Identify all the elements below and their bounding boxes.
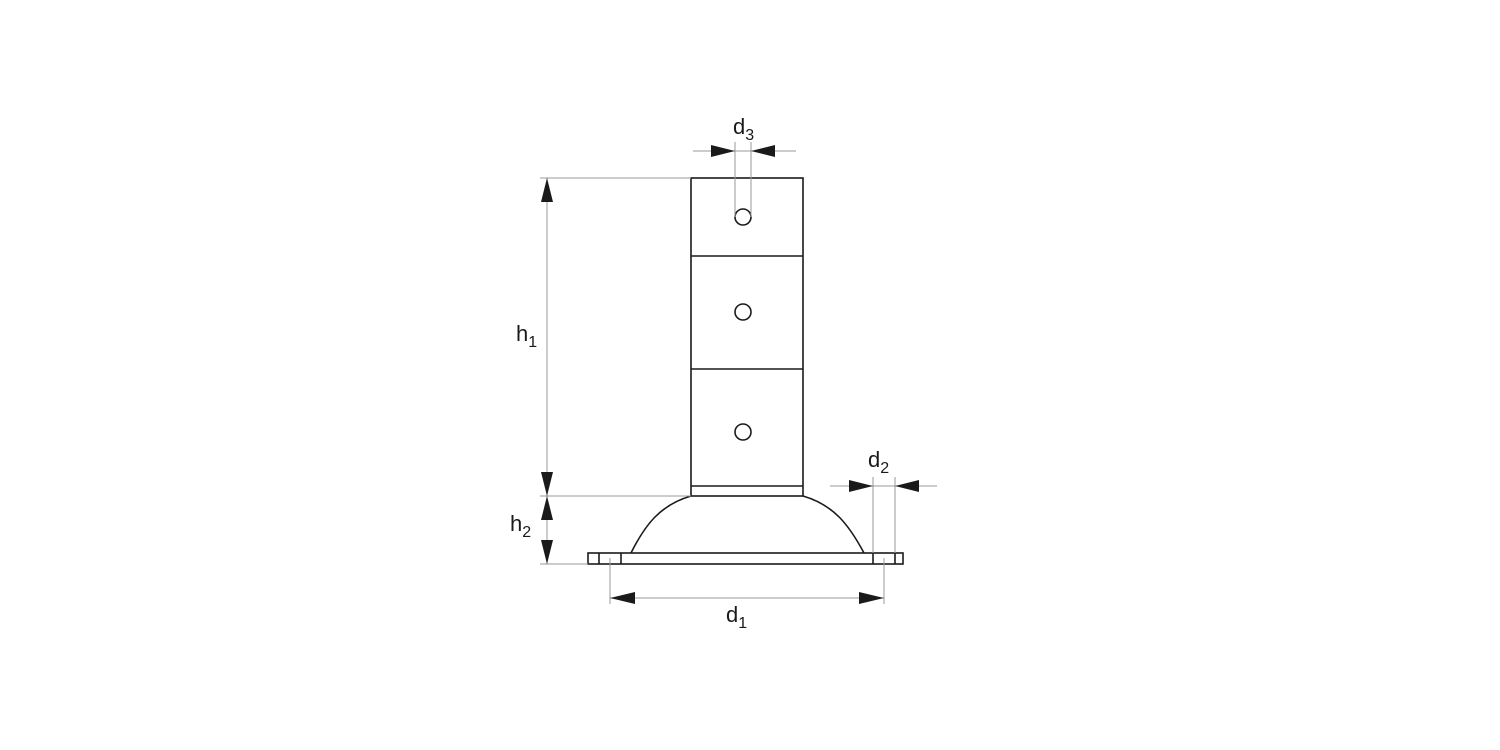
hole-bottom xyxy=(734,423,752,441)
h1-arrow-top-icon xyxy=(541,178,553,202)
d3-arrow-left-icon xyxy=(711,145,735,157)
dimension-h2: h2 xyxy=(510,496,588,565)
d2-label: d2 xyxy=(868,447,889,477)
flare-left xyxy=(630,495,692,554)
d3-label: d3 xyxy=(733,114,754,144)
dimension-d1: d1 xyxy=(609,558,885,632)
d1-label: d1 xyxy=(726,602,747,632)
h1-arrow-bottom-icon xyxy=(541,472,553,496)
d1-arrow-right-icon xyxy=(859,592,884,604)
d2-arrow-right-icon xyxy=(895,480,919,492)
dimension-d2: d2 xyxy=(830,447,937,553)
hole-middle xyxy=(734,303,752,321)
dimension-d3: d3 xyxy=(693,114,796,217)
flared-base xyxy=(587,495,904,565)
h1-label: h1 xyxy=(516,321,537,351)
hole-top xyxy=(734,208,752,226)
h2-label: h2 xyxy=(510,511,531,541)
base-plate xyxy=(587,552,904,565)
h2-arrow-bottom-icon xyxy=(541,540,553,564)
post-body xyxy=(690,177,804,497)
d3-arrow-right-icon xyxy=(751,145,775,157)
post-outline xyxy=(690,177,804,497)
flare-right xyxy=(802,495,865,554)
d1-arrow-left-icon xyxy=(610,592,635,604)
dimension-h1: h1 xyxy=(516,177,691,564)
d2-arrow-left-icon xyxy=(849,480,873,492)
h2-arrow-top-icon xyxy=(541,496,553,520)
